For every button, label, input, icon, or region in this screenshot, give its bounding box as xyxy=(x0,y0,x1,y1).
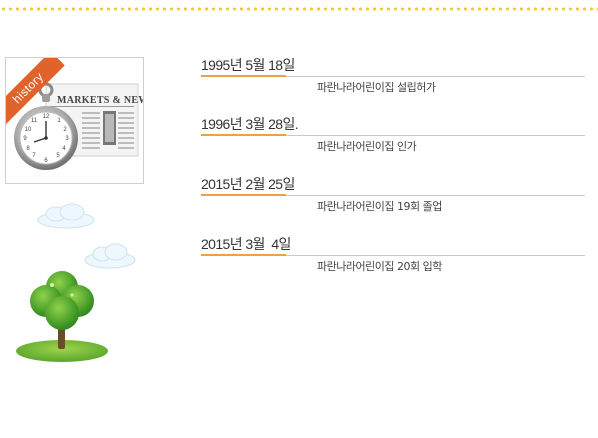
svg-text:10: 10 xyxy=(25,127,32,133)
svg-text:4: 4 xyxy=(62,146,66,152)
svg-text:2: 2 xyxy=(63,127,67,133)
svg-text:1: 1 xyxy=(57,118,61,124)
timeline-description: 파란나라어린이집 19회 졸업 xyxy=(317,200,442,213)
cloud-icon xyxy=(37,203,95,229)
timeline-date: 2015년 3월 4일 xyxy=(201,236,291,252)
timeline-entry: 1995년 5월 18일 파란나라어린이집 설립허가 xyxy=(201,56,585,95)
svg-text:5: 5 xyxy=(56,153,60,159)
timeline-entry: 2015년 3월 4일 파란나라어린이집 20회 입학 xyxy=(201,235,585,274)
timeline-description: 파란나라어린이집 인가 xyxy=(317,140,417,153)
svg-text:7: 7 xyxy=(32,153,36,159)
tree-icon xyxy=(16,271,108,362)
svg-text:12: 12 xyxy=(43,114,50,120)
timeline-entry: 2015년 2월 25일 파란나라어린이집 19회 졸업 xyxy=(201,175,585,214)
svg-text:9: 9 xyxy=(23,136,27,142)
svg-text:8: 8 xyxy=(26,146,30,152)
timeline-rule xyxy=(201,254,585,256)
timeline-description: 파란나라어린이집 20회 입학 xyxy=(317,260,442,273)
svg-text:11: 11 xyxy=(31,118,38,124)
timeline-description: 파란나라어린이집 설립허가 xyxy=(317,81,436,94)
newspaper-headline: MARKETS & NEWS xyxy=(57,95,143,106)
timeline-rule xyxy=(201,194,585,196)
timeline-rule xyxy=(201,75,585,77)
cloud-icon xyxy=(84,243,136,269)
timeline-date: 1996년 3월 28일. xyxy=(201,116,299,132)
timeline-entry: 1996년 3월 28일. 파란나라어린이집 인가 xyxy=(201,115,585,154)
svg-text:3: 3 xyxy=(65,136,69,142)
dotted-divider xyxy=(0,7,598,11)
pocket-watch-icon: 12 12 3 45 6 78 9 10 11 xyxy=(14,82,78,170)
svg-text:6: 6 xyxy=(44,158,48,164)
timeline-date: 2015년 2월 25일 xyxy=(201,176,295,192)
timeline-date: 1995년 5월 18일 xyxy=(201,57,295,73)
timeline-rule xyxy=(201,134,585,136)
